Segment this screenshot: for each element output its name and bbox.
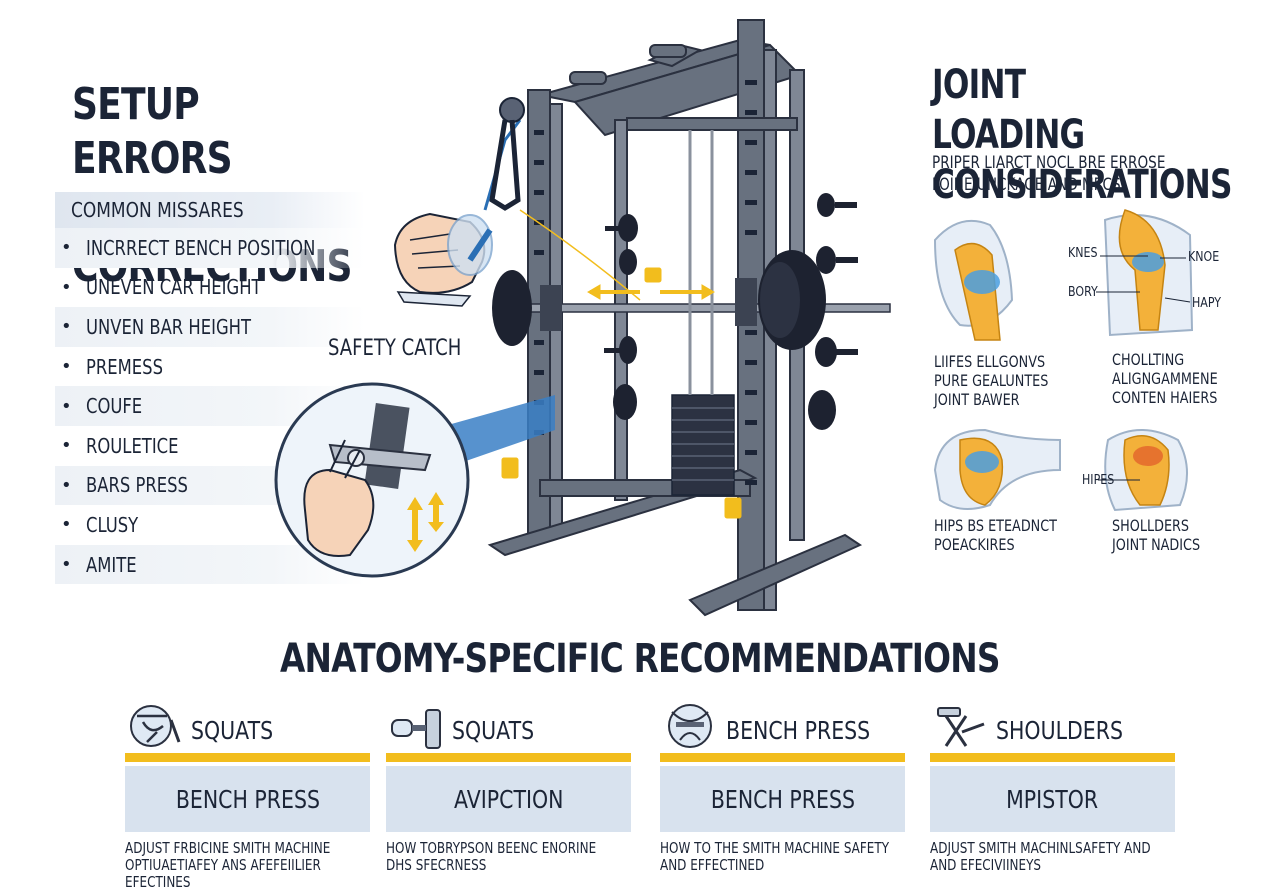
incline-bench-icon — [937, 707, 985, 747]
squat-rack-icon — [130, 705, 181, 747]
card-title: SQUATS — [452, 716, 535, 745]
smith-machine-illustration — [274, 19, 1194, 617]
recommendation-card-squats-2: SQUATS AVIPCTION HOW TOBRYPSON BEENC ENO… — [386, 700, 631, 896]
rack-holes — [534, 80, 757, 485]
joint-label-bottom-right: SHOLLDERS JOINT NADICS — [1112, 516, 1201, 554]
hapy-tag: HAPY — [1192, 296, 1222, 311]
knes-tag: KNES — [1068, 246, 1098, 261]
joint-label-bottom-left: HIPS BS ETEADNCT POEACKIRES — [934, 516, 1057, 554]
knee-joint-illustration — [933, 219, 1014, 341]
hip-joint-illustration — [933, 428, 1061, 510]
weight-plates — [604, 193, 858, 430]
common-mistakes-list: COMMON MISSARES •INCRRECT BENCH POSITION… — [55, 192, 365, 585]
recommendation-card-squats: SQUATS BENCH PRESS ADJUST FRBICINE SMITH… — [125, 700, 370, 896]
cable-handle-icon — [489, 97, 525, 211]
card-title: SQUATS — [191, 716, 274, 745]
list-item: •INCRRECT BENCH POSITION — [55, 228, 365, 268]
bench-press-icon — [668, 704, 712, 748]
card-description: ADJUST FRBICINE SMITH MACHINE OPTIUAETIA… — [125, 839, 331, 891]
safety-catch-zoom-inset — [274, 382, 555, 578]
card-title: BENCH PRESS — [726, 716, 871, 745]
knee-side-illustration — [1096, 209, 1194, 337]
setup-title-line-1: SETUP ERRORS — [72, 79, 233, 184]
card-description: HOW TOBRYPSON BEENC ENORINE DHS SFECRNES… — [386, 839, 597, 874]
joint-title-line-2: CONSIDERATIONS — [932, 162, 1232, 208]
joint-loading-title: JOINT LOADING CONSIDERATIONS — [932, 60, 1232, 210]
shoulder-joint-illustration — [1098, 429, 1189, 512]
joint-title-line-1: JOINT LOADING — [932, 62, 1085, 158]
joint-label-top-left: LIIFES ELLGONVS PURE GEALUNTES JOINT BAW… — [934, 352, 1049, 409]
card-highlight-box: BENCH PRESS — [125, 766, 370, 832]
joint-label-top-right: CHOLLTING ALIGNGAMMENE CONTEN HAIERS — [1112, 350, 1218, 407]
card-accent-bar — [386, 753, 631, 762]
list-item: •PREMESS — [61, 354, 163, 379]
recommendation-card-bench-press: BENCH PRESS BENCH PRESS HOW TO THE SMITH… — [660, 700, 905, 896]
card-description: ADJUST SMITH MACHINLSAFETY AND AND EFECI… — [930, 839, 1151, 874]
card-highlight-box: BENCH PRESS — [660, 766, 905, 832]
anatomy-recommendations-title: ANATOMY-SPECIFIC RECOMMENDATIONS — [280, 636, 1000, 682]
card-accent-bar — [660, 753, 905, 762]
weight-stack — [671, 130, 735, 496]
list-item: •CLUSY — [61, 512, 138, 537]
list-item: •UNVEN BAR HEIGHT — [55, 307, 365, 347]
card-title: SHOULDERS — [996, 716, 1123, 745]
bar-path-arrows-icon — [501, 209, 742, 519]
card-highlight-box: MPISTOR — [930, 766, 1175, 832]
joint-subtitle: PRIPER LIARCT NOCL BRE ERROSE LOINE UNCK… — [932, 153, 1166, 195]
mistakes-header: COMMON MISSARES — [55, 192, 365, 228]
card-accent-bar — [125, 753, 370, 762]
hipes-tag: HIPES — [1082, 473, 1115, 488]
list-item: •ROULETICE — [61, 433, 179, 458]
card-highlight-box: AVIPCTION — [386, 766, 631, 832]
knoe-tag: KNOE — [1188, 250, 1220, 265]
bory-tag: BORY — [1068, 285, 1098, 300]
card-description: HOW TO THE SMITH MACHINE SAFETY AND EFFE… — [660, 839, 890, 874]
card-accent-bar — [930, 753, 1175, 762]
barbell — [492, 250, 891, 350]
dumbbell-icon — [391, 709, 441, 749]
list-item: •UNEVEN CAR HEIGHT — [61, 275, 262, 300]
recommendation-card-shoulders: SHOULDERS MPISTOR ADJUST SMITH MACHINLSA… — [930, 700, 1175, 896]
safety-catch-label: SAFETY CATCH — [328, 336, 462, 361]
